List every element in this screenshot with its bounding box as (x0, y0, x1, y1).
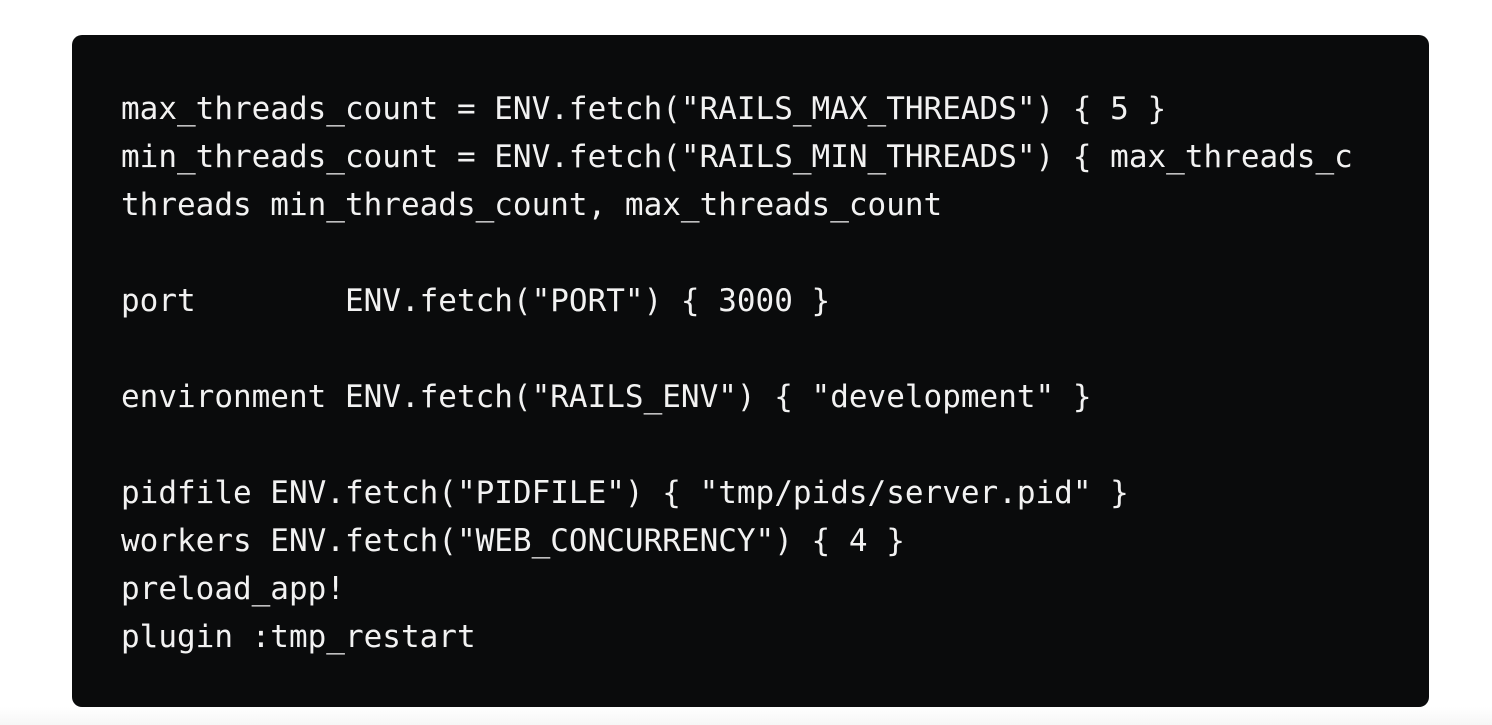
code-line: pidfile ENV.fetch("PIDFILE") { "tmp/pids… (121, 475, 1129, 511)
code-content[interactable]: max_threads_count = ENV.fetch("RAILS_MAX… (121, 85, 1381, 685)
code-line: threads min_threads_count, max_threads_c… (121, 187, 943, 223)
code-line: preload_app! (121, 571, 345, 607)
code-block: max_threads_count = ENV.fetch("RAILS_MAX… (72, 35, 1429, 707)
code-line: environment ENV.fetch("RAILS_ENV") { "de… (121, 379, 1092, 415)
code-line-blank (121, 325, 1381, 373)
code-line: plugin :tmp_restart (121, 619, 476, 655)
code-line: port ENV.fetch("PORT") { 3000 } (121, 283, 831, 319)
code-line: min_threads_count = ENV.fetch("RAILS_MIN… (121, 139, 1353, 175)
code-line-blank (121, 421, 1381, 469)
code-line: workers ENV.fetch("WEB_CONCURRENCY") { 4… (121, 523, 905, 559)
code-line: max_threads_count = ENV.fetch("RAILS_MAX… (121, 91, 1167, 127)
code-line-blank (121, 229, 1381, 277)
page-bottom-edge (0, 707, 1492, 725)
